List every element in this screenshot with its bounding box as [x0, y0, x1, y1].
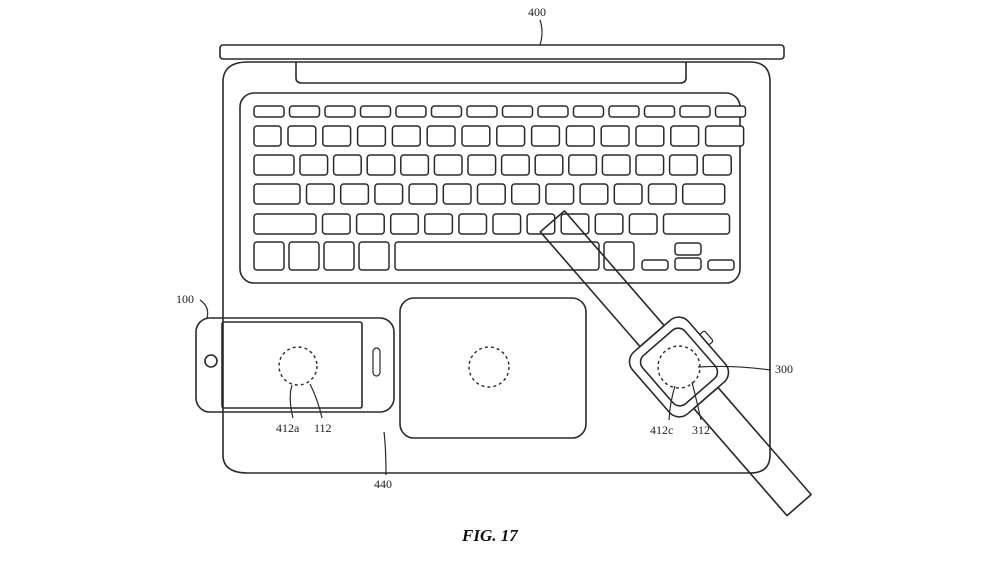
keyboard-key	[714, 105, 747, 118]
keyboard-key	[681, 183, 726, 205]
keyboard-key	[408, 183, 438, 205]
keyboard-key	[526, 213, 556, 235]
keyboard-key	[359, 105, 392, 118]
keyboard-key	[510, 183, 541, 205]
keyboard-key	[358, 241, 390, 271]
keyboard-key	[635, 154, 665, 176]
keyboard-key	[530, 125, 561, 147]
keyboard-key	[305, 183, 335, 205]
keyboard-key	[433, 154, 463, 176]
keyboard-key	[476, 183, 506, 205]
keyboard-key	[332, 154, 362, 176]
keyboard-key	[668, 154, 698, 176]
keyboard-key	[702, 154, 732, 176]
keyboard-key	[253, 183, 301, 205]
keyboard-key	[594, 213, 624, 235]
keyboard-key	[442, 183, 472, 205]
keyboard-key	[389, 213, 420, 235]
keyboard-key	[430, 105, 463, 118]
keyboard-key	[366, 154, 396, 176]
keyboard-key	[545, 183, 575, 205]
keyboard-key	[643, 105, 676, 118]
keyboard-key	[492, 213, 522, 235]
keyboard-key	[424, 213, 454, 235]
keyboard-key	[568, 154, 598, 176]
keyboard-key	[288, 105, 321, 118]
keyboard-key	[394, 241, 600, 271]
label-watch: 300	[775, 362, 793, 376]
keyboard-key	[322, 125, 352, 147]
keyboard-key	[253, 105, 285, 118]
trackpad-charging-coil	[468, 346, 510, 388]
keyboard-key	[355, 213, 385, 235]
watch-device	[539, 210, 812, 517]
keyboard-key	[253, 125, 282, 147]
keyboard-key	[253, 241, 285, 271]
keyboard-key	[670, 125, 700, 147]
label-watch-coil: 412c	[650, 423, 673, 437]
keyboard-key	[662, 213, 731, 235]
keyboard-key	[391, 125, 421, 147]
label-phone-coil: 412a	[276, 421, 300, 435]
keyboard-key	[339, 183, 370, 205]
keyboard-key	[641, 259, 669, 271]
keyboard-key	[635, 125, 665, 147]
keyboard-key	[647, 183, 677, 205]
keyboard-key	[500, 154, 530, 176]
keyboard-key	[579, 183, 609, 205]
leader-lines	[199, 19, 771, 476]
label-watch-face: 312	[692, 423, 710, 437]
keyboard-key	[299, 154, 329, 176]
phone-device	[195, 317, 395, 413]
keyboard-key	[324, 105, 356, 118]
keyboard-key	[288, 241, 320, 271]
keyboard-key	[704, 125, 745, 147]
label-phone: 100	[176, 292, 194, 306]
keyboard-key	[323, 241, 355, 271]
keyboard-key	[496, 125, 526, 147]
keyboard-key	[287, 125, 317, 147]
label-surface: 440	[374, 477, 392, 491]
keyboard	[253, 105, 747, 271]
keyboard-key	[628, 213, 658, 235]
keyboard-key	[501, 105, 534, 118]
keyboard-key	[458, 213, 488, 235]
laptop-lid	[219, 44, 785, 60]
keyboard-key	[613, 183, 643, 205]
keyboard-key	[674, 257, 702, 271]
keyboard-key	[565, 125, 595, 147]
keyboard-key	[600, 125, 630, 147]
keyboard-key	[395, 105, 427, 118]
keyboard-key	[400, 154, 430, 176]
keyboard-key	[707, 259, 735, 271]
label-phone-screen: 112	[314, 421, 332, 435]
keyboard-key	[537, 105, 569, 118]
keyboard-key	[374, 183, 404, 205]
keyboard-key	[466, 105, 498, 118]
phone-charging-coil	[278, 346, 318, 386]
keyboard-key	[253, 154, 295, 176]
keyboard-key	[467, 154, 497, 176]
keyboard-key	[461, 125, 491, 147]
keyboard-key	[608, 105, 640, 118]
keyboard-key	[534, 154, 564, 176]
keyboard-key	[601, 154, 631, 176]
label-laptop: 400	[528, 5, 546, 19]
trackpad	[399, 297, 587, 439]
keyboard-key	[426, 125, 456, 147]
keyboard-key	[572, 105, 605, 118]
keyboard-key	[321, 213, 351, 235]
keyboard-key	[603, 241, 635, 271]
keyboard-key	[674, 242, 702, 256]
keyboard-key	[253, 213, 317, 235]
keyboard-key	[679, 105, 711, 118]
watch-band-lower	[693, 386, 812, 517]
keyboard-key	[356, 125, 387, 147]
figure-caption: FIG. 17	[461, 526, 519, 545]
